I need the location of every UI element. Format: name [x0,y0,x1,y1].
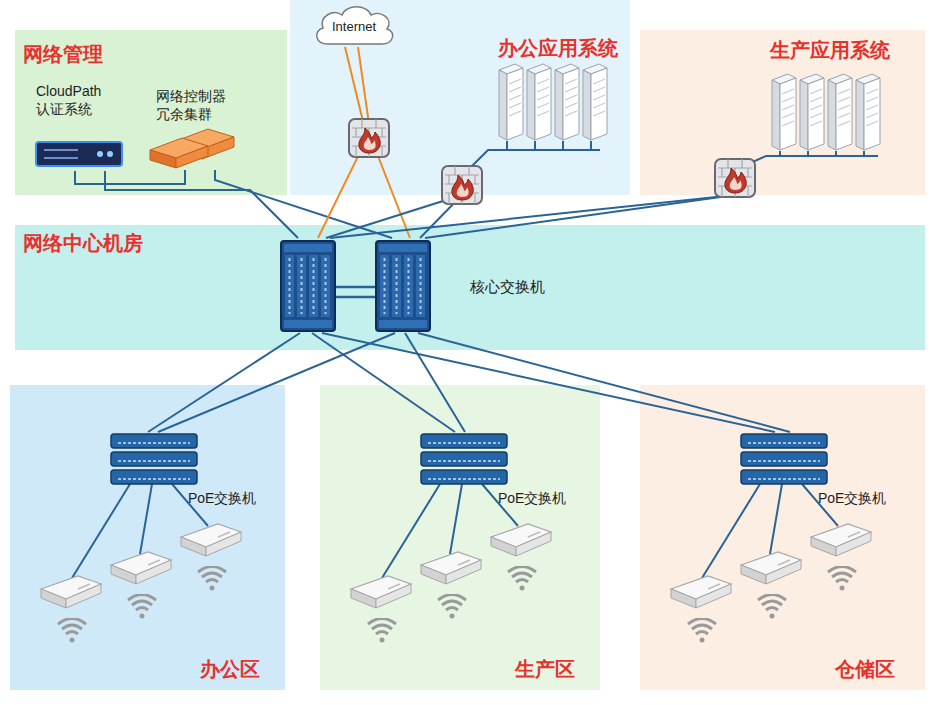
access-zone-devices [351,434,551,643]
illustration-part [176,129,234,149]
region-title: 生产应用系统 [770,38,890,63]
region-panel: 生产区 PoE交换机 [320,385,600,690]
server [499,64,523,140]
controller-cluster [150,129,234,168]
server-bus [470,141,600,168]
region-title: 网络中心机房 [23,231,143,256]
device-label: PoE交换机 [818,490,886,508]
device-label: 核心交换机 [470,278,545,297]
illustration-part [107,151,113,157]
network-link [158,333,395,432]
device-node: 网络控制器 冗余集群 [150,88,240,170]
region-panel: 办公应用系统 Internet [290,0,630,195]
device-label: CloudPath 认证系统 [36,83,114,118]
region-title: 办公区 [200,657,260,682]
access-zone-devices [671,434,871,643]
network-link [326,195,462,238]
network-link [312,333,455,432]
server [828,74,852,150]
region-panel: 仓储区 PoE交换机 [640,385,925,690]
region-panel: 办公区 PoE交换机 [10,385,285,690]
illustration-part [202,137,234,159]
server [583,64,607,140]
device-label: PoE交换机 [188,490,256,508]
server [527,64,551,140]
illustration-part [176,141,202,159]
illustration-part [44,150,78,158]
network-link [420,195,462,238]
firewall [442,166,482,204]
stack-link [335,287,376,297]
illustration-part [150,138,208,158]
illustration-part [36,142,122,166]
server [800,74,824,150]
illustration-part [176,129,234,159]
server [555,64,579,140]
firewall [715,159,755,197]
network-link [215,170,392,238]
network-link [148,333,300,432]
device-label: Internet [332,19,376,35]
network-link [425,195,735,238]
network-link [418,333,790,432]
illustration-part [176,146,208,168]
region-panel: 网络中心机房核心交换机 [15,225,925,350]
region-title: 生产区 [515,657,575,682]
network-link [358,47,410,238]
cloud-node: Internet [310,3,398,47]
network-link [105,171,298,238]
server [772,74,796,150]
firewall [349,119,389,157]
network-link [322,333,775,432]
region-title: 仓储区 [835,657,895,682]
server [856,74,880,150]
core-switch [376,241,430,331]
region-title: 办公应用系统 [498,36,618,61]
device-node: CloudPath 认证系统 [30,83,120,171]
cloudpath-server [36,142,122,166]
network-link [318,47,367,238]
switch-node: PoE交换机 [105,432,275,514]
switch-node: PoE交换机 [415,432,585,514]
illustration-part [150,150,176,168]
switch-node: 核心交换机 [278,238,549,333]
region-panel: 生产应用系统 [640,30,925,195]
device-label: PoE交换机 [498,490,566,508]
network-link [330,195,735,238]
network-link [75,170,185,184]
device-label: 网络控制器 冗余集群 [156,88,232,123]
access-zone-devices [41,434,241,643]
region-title: 网络管理 [23,42,103,67]
server-bus [748,151,878,164]
region-panel: 网络管理 CloudPath 认证系统 网络控制器 冗余集群 [15,30,287,195]
switch-node: PoE交换机 [735,432,905,514]
core-switch [281,241,335,331]
network-link [405,333,465,432]
cloud-shape [317,7,393,44]
illustration-part [97,151,103,157]
